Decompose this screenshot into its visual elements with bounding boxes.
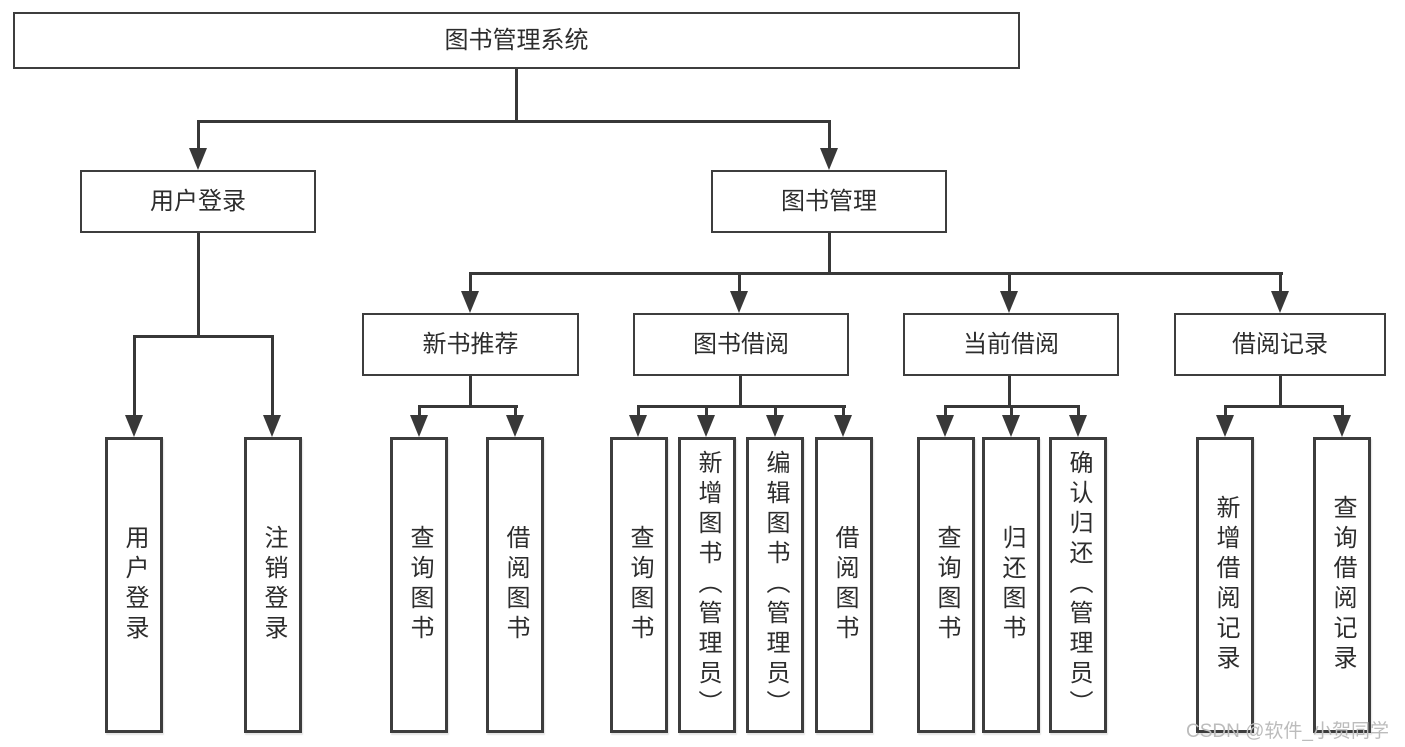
arrow-down-icon [506,415,524,437]
node-label: 归还图书 [998,525,1025,645]
leaf-query-books-current: 查询图书 [917,437,975,733]
connector-borrowing-branch [774,405,777,416]
node-label: 借阅记录 [1232,330,1328,358]
node-book-borrowing: 图书借阅 [633,313,849,376]
arrow-down-icon [1271,291,1289,313]
connector-current-branch [944,405,947,416]
arrow-down-icon [410,415,428,437]
arrow-down-icon [629,415,647,437]
connector-l3-branch [1008,272,1011,293]
node-label: 用户登录 [121,525,148,645]
connector-root-stem [515,69,518,120]
node-label: 查询图书 [933,525,960,645]
leaf-borrow-books: 借阅图书 [815,437,873,733]
node-label: 查询图书 [626,525,653,645]
leaf-confirm-return-admin: 确认归还（管理员） [1049,437,1107,733]
arrow-down-icon [1069,415,1087,437]
arrow-down-icon [125,415,143,437]
connector-borrowing-branch [842,405,845,416]
node-label: 图书借阅 [693,330,789,358]
node-library-system: 图书管理系统 [13,12,1020,69]
arrow-down-icon [820,148,838,170]
arrow-down-icon [189,148,207,170]
node-label: 新增借阅记录 [1212,495,1239,675]
connector-userlogin-rail [133,335,274,338]
connector-records-rail [1224,405,1344,408]
connector-l3-branch [738,272,741,293]
connector-l3-rail [469,272,1283,275]
leaf-return-book: 归还图书 [982,437,1040,733]
connector-current-branch [1077,405,1080,416]
node-label: 查询图书 [406,525,433,645]
node-label: 新增图书（管理员） [694,450,721,720]
connector-records-branch [1341,405,1344,416]
node-current-borrowing: 当前借阅 [903,313,1119,376]
arrow-down-icon [1216,415,1234,437]
connector-borrowing-stem [739,376,742,407]
connector-current-stem [1008,376,1011,407]
node-label: 借阅图书 [502,525,529,645]
connector-records-stem [1279,376,1282,407]
node-label: 图书管理系统 [444,26,589,54]
connector-userlogin-branch [271,335,274,415]
node-label: 确认归还（管理员） [1065,450,1092,720]
connector-userlogin-stem [197,233,200,337]
node-label: 新书推荐 [422,330,519,358]
node-new-book-recommend: 新书推荐 [362,313,579,376]
connector-bookmgmt-stem [828,233,831,275]
leaf-add-borrow-record: 新增借阅记录 [1196,437,1254,733]
leaf-add-book-admin: 新增图书（管理员） [678,437,736,733]
watermark: CSDN @软件_小贺同学 [1186,721,1389,742]
node-label: 用户登录 [150,187,246,215]
connector-newbook-branch [514,405,517,416]
connector-current-branch [1010,405,1013,416]
node-book-management: 图书管理 [711,170,947,233]
arrow-down-icon [1333,415,1351,437]
connector-borrowing-rail [637,405,846,408]
arrow-down-icon [730,291,748,313]
leaf-query-borrow-record: 查询借阅记录 [1313,437,1371,733]
leaf-logout: 注销登录 [244,437,302,733]
arrow-down-icon [461,291,479,313]
connector-borrowing-branch [637,405,640,416]
connector-newbook-branch [418,405,421,416]
connector-l1-branch-left [197,120,200,150]
node-label: 查询借阅记录 [1329,495,1356,675]
arrow-down-icon [834,415,852,437]
node-borrowing-records: 借阅记录 [1174,313,1386,376]
node-user-login: 用户登录 [80,170,316,233]
arrow-down-icon [697,415,715,437]
connector-l1-branch-right [828,120,831,150]
leaf-user-login: 用户登录 [105,437,163,733]
node-label: 编辑图书（管理员） [762,450,789,720]
arrow-down-icon [263,415,281,437]
arrow-down-icon [1002,415,1020,437]
connector-l3-branch [1279,272,1282,293]
arrow-down-icon [766,415,784,437]
connector-userlogin-branch [133,335,136,415]
leaf-edit-book-admin: 编辑图书（管理员） [746,437,804,733]
node-label: 当前借阅 [963,330,1059,358]
arrow-down-icon [936,415,954,437]
connector-newbook-stem [469,376,472,407]
connector-newbook-rail [418,405,518,408]
node-label: 借阅图书 [831,525,858,645]
node-label: 注销登录 [260,525,287,645]
node-label: 图书管理 [781,187,877,215]
connector-records-branch [1224,405,1227,416]
leaf-borrow-books-recommend: 借阅图书 [486,437,544,733]
connector-l1-rail [197,120,831,123]
leaf-query-books-recommend: 查询图书 [390,437,448,733]
arrow-down-icon [1000,291,1018,313]
connector-borrowing-branch [705,405,708,416]
leaf-query-books-borrow: 查询图书 [610,437,668,733]
connector-l3-branch [469,272,472,293]
